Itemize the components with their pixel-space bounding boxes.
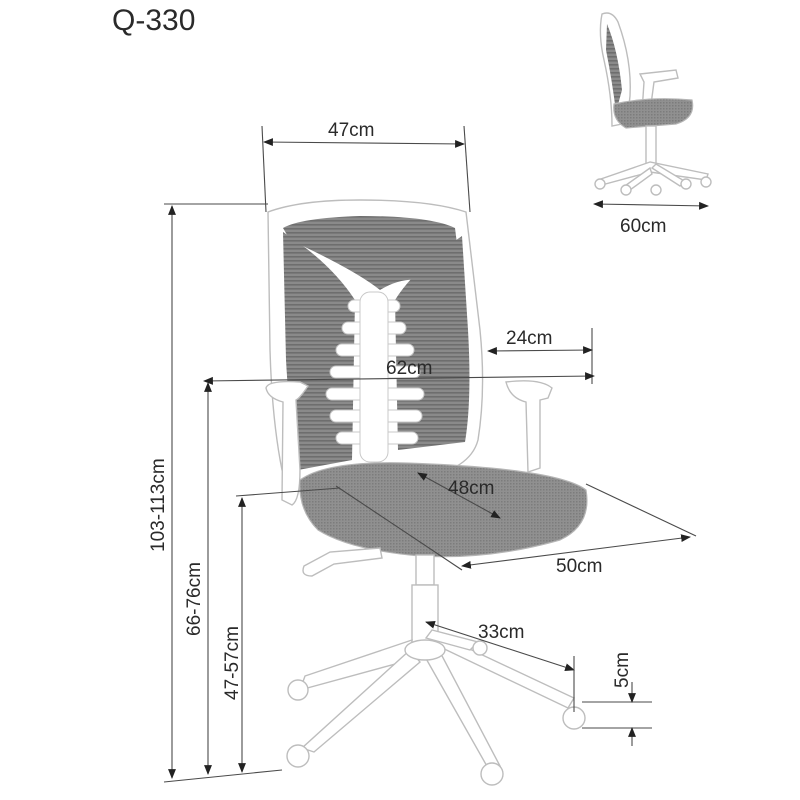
label-total-width: 62cm [386, 358, 432, 379]
label-seat-height: 47-57cm [222, 626, 243, 700]
chair-base [298, 629, 575, 769]
label-side-width: 60cm [620, 216, 666, 237]
side-seat [613, 98, 694, 129]
dimension-lines [163, 125, 709, 783]
gas-lift-upper [415, 554, 435, 586]
label-armrest-height: 66-76cm [184, 562, 205, 636]
side-base [597, 161, 709, 187]
seat-cushion [299, 462, 588, 558]
product-title: Q-330 [112, 4, 195, 37]
right-armrest [505, 380, 553, 473]
label-caster-height: 5cm [612, 652, 633, 688]
side-view-illustration [594, 12, 712, 196]
label-overall-depth: 50cm [556, 556, 602, 577]
dimension-labels: 47cm 24cm 62cm 48cm 50cm 33cm 5cm 103-11… [148, 120, 666, 700]
chair-illustration [265, 199, 588, 786]
label-back-width: 47cm [328, 120, 374, 141]
label-total-height: 103-113cm [148, 458, 169, 552]
label-seat-depth: 48cm [448, 478, 494, 499]
label-base-radius: 33cm [478, 622, 524, 643]
label-armrest-width: 24cm [506, 328, 552, 349]
height-lever [302, 547, 383, 577]
